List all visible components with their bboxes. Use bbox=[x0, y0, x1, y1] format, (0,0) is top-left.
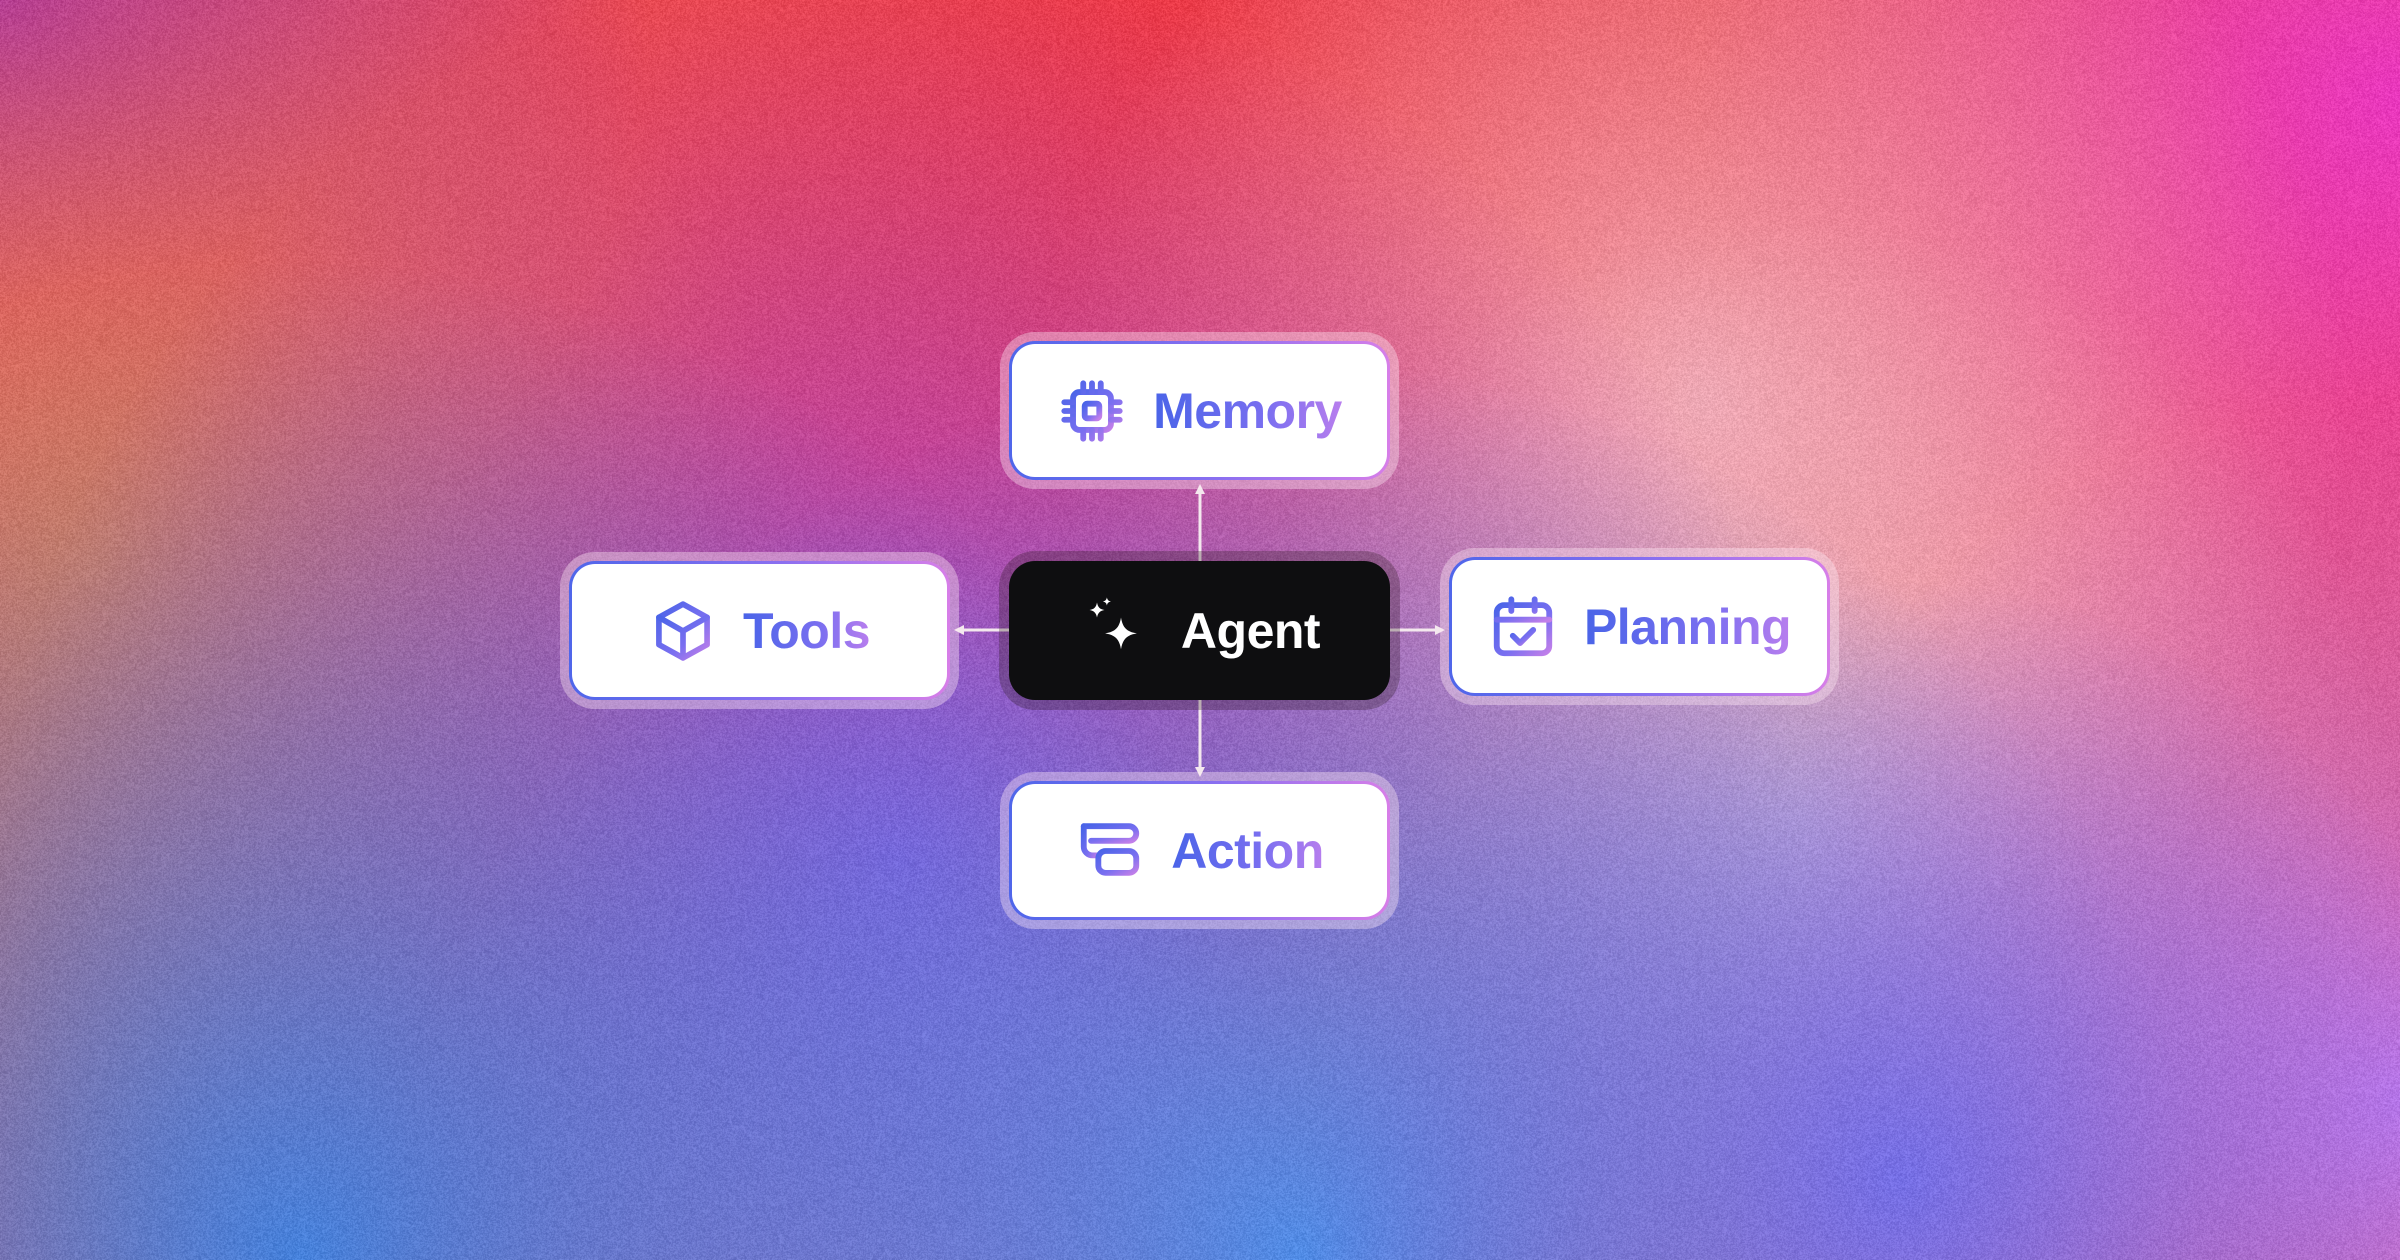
planning-label: Planning bbox=[1584, 598, 1791, 656]
tools-label: Tools bbox=[743, 602, 870, 660]
calendar-check-icon bbox=[1488, 592, 1558, 662]
layers-icon bbox=[1075, 816, 1145, 886]
planning-node: Planning bbox=[1449, 557, 1830, 696]
sparkles-icon bbox=[1079, 595, 1151, 667]
action-label: Action bbox=[1171, 822, 1324, 880]
tools-node: Tools bbox=[569, 561, 950, 700]
agent-label: Agent bbox=[1181, 602, 1320, 660]
memory-node: Memory bbox=[1009, 341, 1390, 480]
cube-icon bbox=[649, 597, 717, 665]
action-node: Action bbox=[1009, 781, 1390, 920]
memory-label: Memory bbox=[1153, 382, 1342, 440]
cpu-chip-icon bbox=[1057, 376, 1127, 446]
agent-node: Agent bbox=[1009, 561, 1390, 700]
